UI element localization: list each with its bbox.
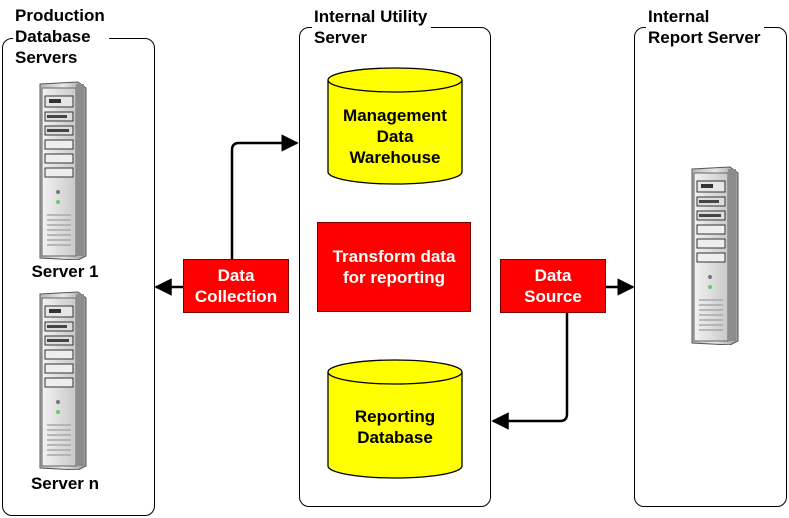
reporting-database-cylinder [327, 359, 463, 479]
report-server-icon [691, 166, 739, 345]
source-to-reporting-database-arrow [491, 313, 569, 430]
management-data-warehouse-cylinder [327, 67, 463, 185]
reporting-database-label: Reporting Database [354, 407, 436, 447]
server-1-label: Server 1 [31, 262, 99, 281]
data-source-box: Data Source [500, 259, 606, 313]
transform-data-box: Transform data for reporting [317, 222, 471, 312]
server-n-icon [39, 291, 87, 470]
server-n-label: Server n [30, 474, 100, 493]
collection-to-warehouse-arrow [230, 134, 299, 259]
production-panel-title: Production Database Servers [13, 5, 109, 68]
utility-panel-title: Internal Utility Server [312, 6, 432, 48]
report-panel-title: Internal Report Server [646, 6, 765, 48]
server-1-icon [39, 81, 87, 260]
data-collection-box: Data Collection [183, 259, 289, 313]
management-data-warehouse-label: Management Data Warehouse [343, 105, 447, 167]
